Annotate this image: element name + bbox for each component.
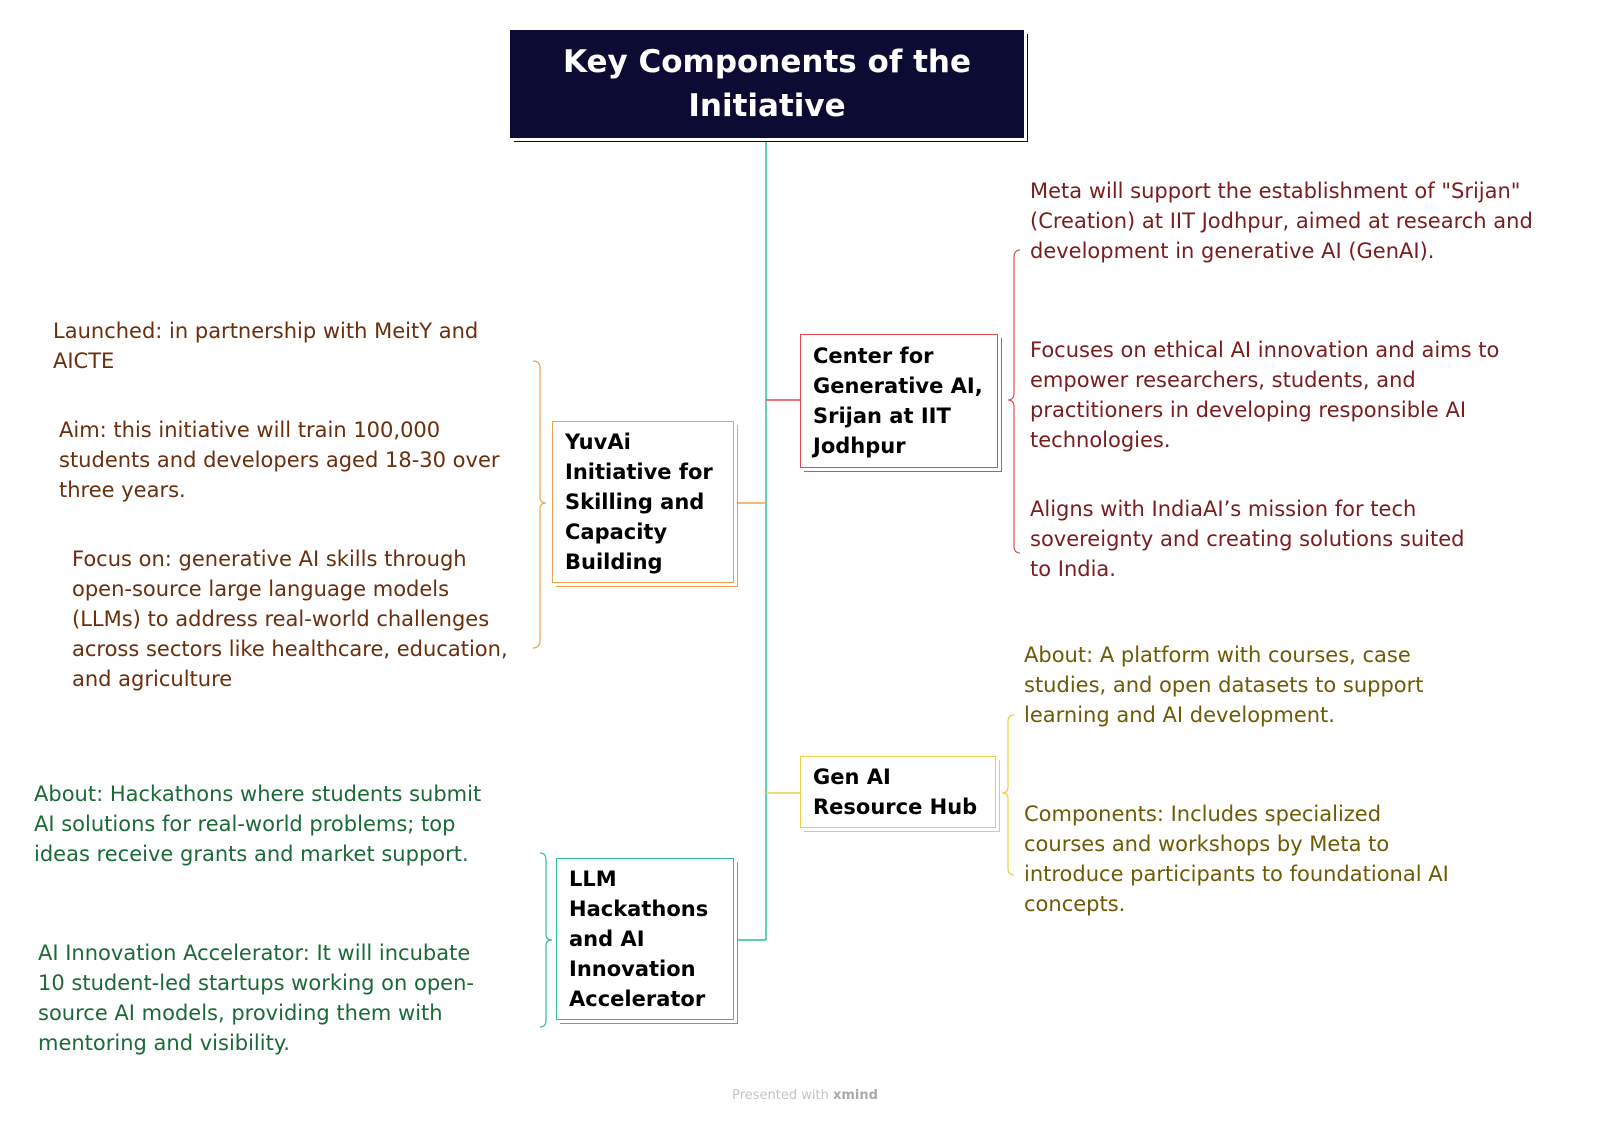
note-hub-components: Components: Includes specialized courses…	[1024, 802, 1449, 916]
topic-llm-hackathons[interactable]: LLM Hackathons and AI Innovation Acceler…	[556, 858, 734, 1020]
topic-center-for-generative-ai[interactable]: Center for Generative AI, Srijan at IIT …	[800, 334, 998, 468]
brace-hackathon-notes	[539, 852, 553, 1028]
topic-title: LLM Hackathons and AI Innovation Acceler…	[569, 867, 709, 1011]
topic-title: YuvAi Initiative for Skilling and Capaci…	[565, 430, 713, 574]
topic-title: Center for Generative AI, Srijan at IIT …	[813, 344, 983, 458]
brace-hub-notes	[1001, 714, 1015, 876]
note-center-indiaai-mission: Aligns with IndiaAI’s mission for tech s…	[1030, 497, 1465, 581]
note-yuvai-focus: Focus on: generative AI skills through o…	[72, 547, 508, 691]
brace-yuvai-notes	[532, 360, 547, 649]
note-hackathon-about: About: Hackathons where students submit …	[34, 782, 482, 866]
footer-brand: xmind	[832, 1088, 878, 1103]
brace-center-notes	[1007, 249, 1021, 554]
note-hackathon-accelerator: AI Innovation Accelerator: It will incub…	[38, 941, 474, 1055]
note-yuvai-aim: Aim: this initiative will train 100,000 …	[59, 418, 500, 502]
topic-gen-ai-resource-hub[interactable]: Gen AI Resource Hub	[800, 756, 996, 828]
note-yuvai-launched: Launched: in partnership with MeitY and …	[53, 319, 479, 373]
footer-prefix: Presented with	[732, 1088, 829, 1103]
footer-credit: Presented with xmind	[700, 1088, 910, 1103]
note-center-srijan-establishment: Meta will support the establishment of "…	[1030, 179, 1533, 263]
note-center-ethical-innovation: Focuses on ethical AI innovation and aim…	[1030, 338, 1500, 452]
topic-title: Gen AI Resource Hub	[813, 765, 978, 819]
topic-yuvai-initiative[interactable]: YuvAi Initiative for Skilling and Capaci…	[552, 421, 734, 583]
root-title: Key Components of the Initiative	[562, 44, 972, 124]
note-hub-about: About: A platform with courses, case stu…	[1024, 643, 1424, 727]
root-topic[interactable]: Key Components of the Initiative	[510, 30, 1024, 138]
